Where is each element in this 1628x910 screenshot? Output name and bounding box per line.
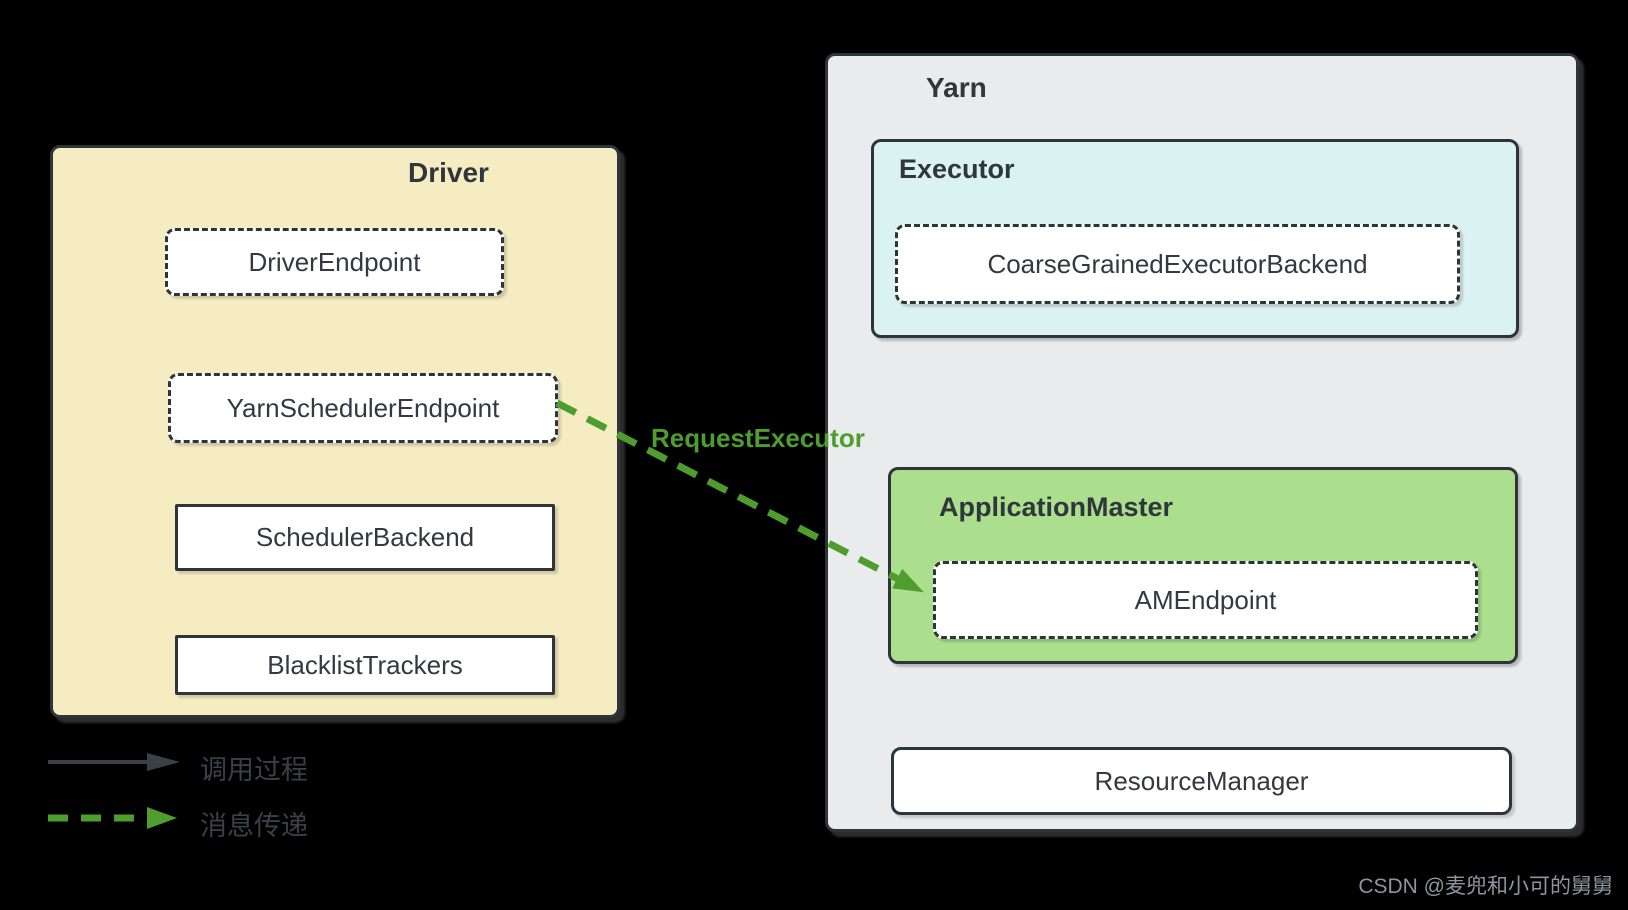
watermark: CSDN @麦兜和小可的舅舅	[1358, 875, 1613, 898]
application-master-group: ApplicationMaster AMEndpoint	[888, 467, 1518, 664]
am-endpoint-node: AMEndpoint	[933, 561, 1478, 639]
yarn-scheduler-endpoint-node: YarnSchedulerEndpoint	[168, 373, 558, 443]
am-endpoint-label: AMEndpoint	[1134, 584, 1277, 615]
coarse-grained-executor-backend-label: CoarseGrainedExecutorBackend	[987, 248, 1368, 279]
application-master-group-title: ApplicationMaster	[939, 492, 1174, 522]
driver-endpoint-label: DriverEndpoint	[248, 246, 421, 277]
yarn-scheduler-endpoint-label: YarnSchedulerEndpoint	[226, 392, 500, 423]
driver-panel-title: Driver	[408, 157, 489, 188]
coarse-grained-executor-backend-node: CoarseGrainedExecutorBackend	[895, 224, 1460, 304]
legend-call-process-label: 调用过程	[200, 755, 308, 785]
executor-group: Executor CoarseGrainedExecutorBackend	[871, 139, 1519, 338]
driver-endpoint-node: DriverEndpoint	[165, 228, 504, 296]
resource-manager-node: ResourceManager	[891, 747, 1512, 815]
request-executor-label: RequestExecutor	[651, 423, 865, 453]
scheduler-backend-node: SchedulerBackend	[175, 504, 555, 571]
resource-manager-label: ResourceManager	[1094, 765, 1309, 796]
executor-group-title: Executor	[899, 154, 1015, 184]
driver-panel: Driver DriverEndpoint YarnSchedulerEndpo…	[50, 145, 620, 718]
yarn-panel: Yarn Executor CoarseGrainedExecutorBacke…	[825, 53, 1579, 832]
blacklist-trackers-node: BlacklistTrackers	[175, 635, 555, 695]
yarn-panel-title: Yarn	[926, 72, 987, 103]
scheduler-backend-label: SchedulerBackend	[255, 522, 475, 552]
legend-message-passing-label: 消息传递	[200, 811, 308, 841]
blacklist-trackers-label: BlacklistTrackers	[267, 649, 463, 680]
